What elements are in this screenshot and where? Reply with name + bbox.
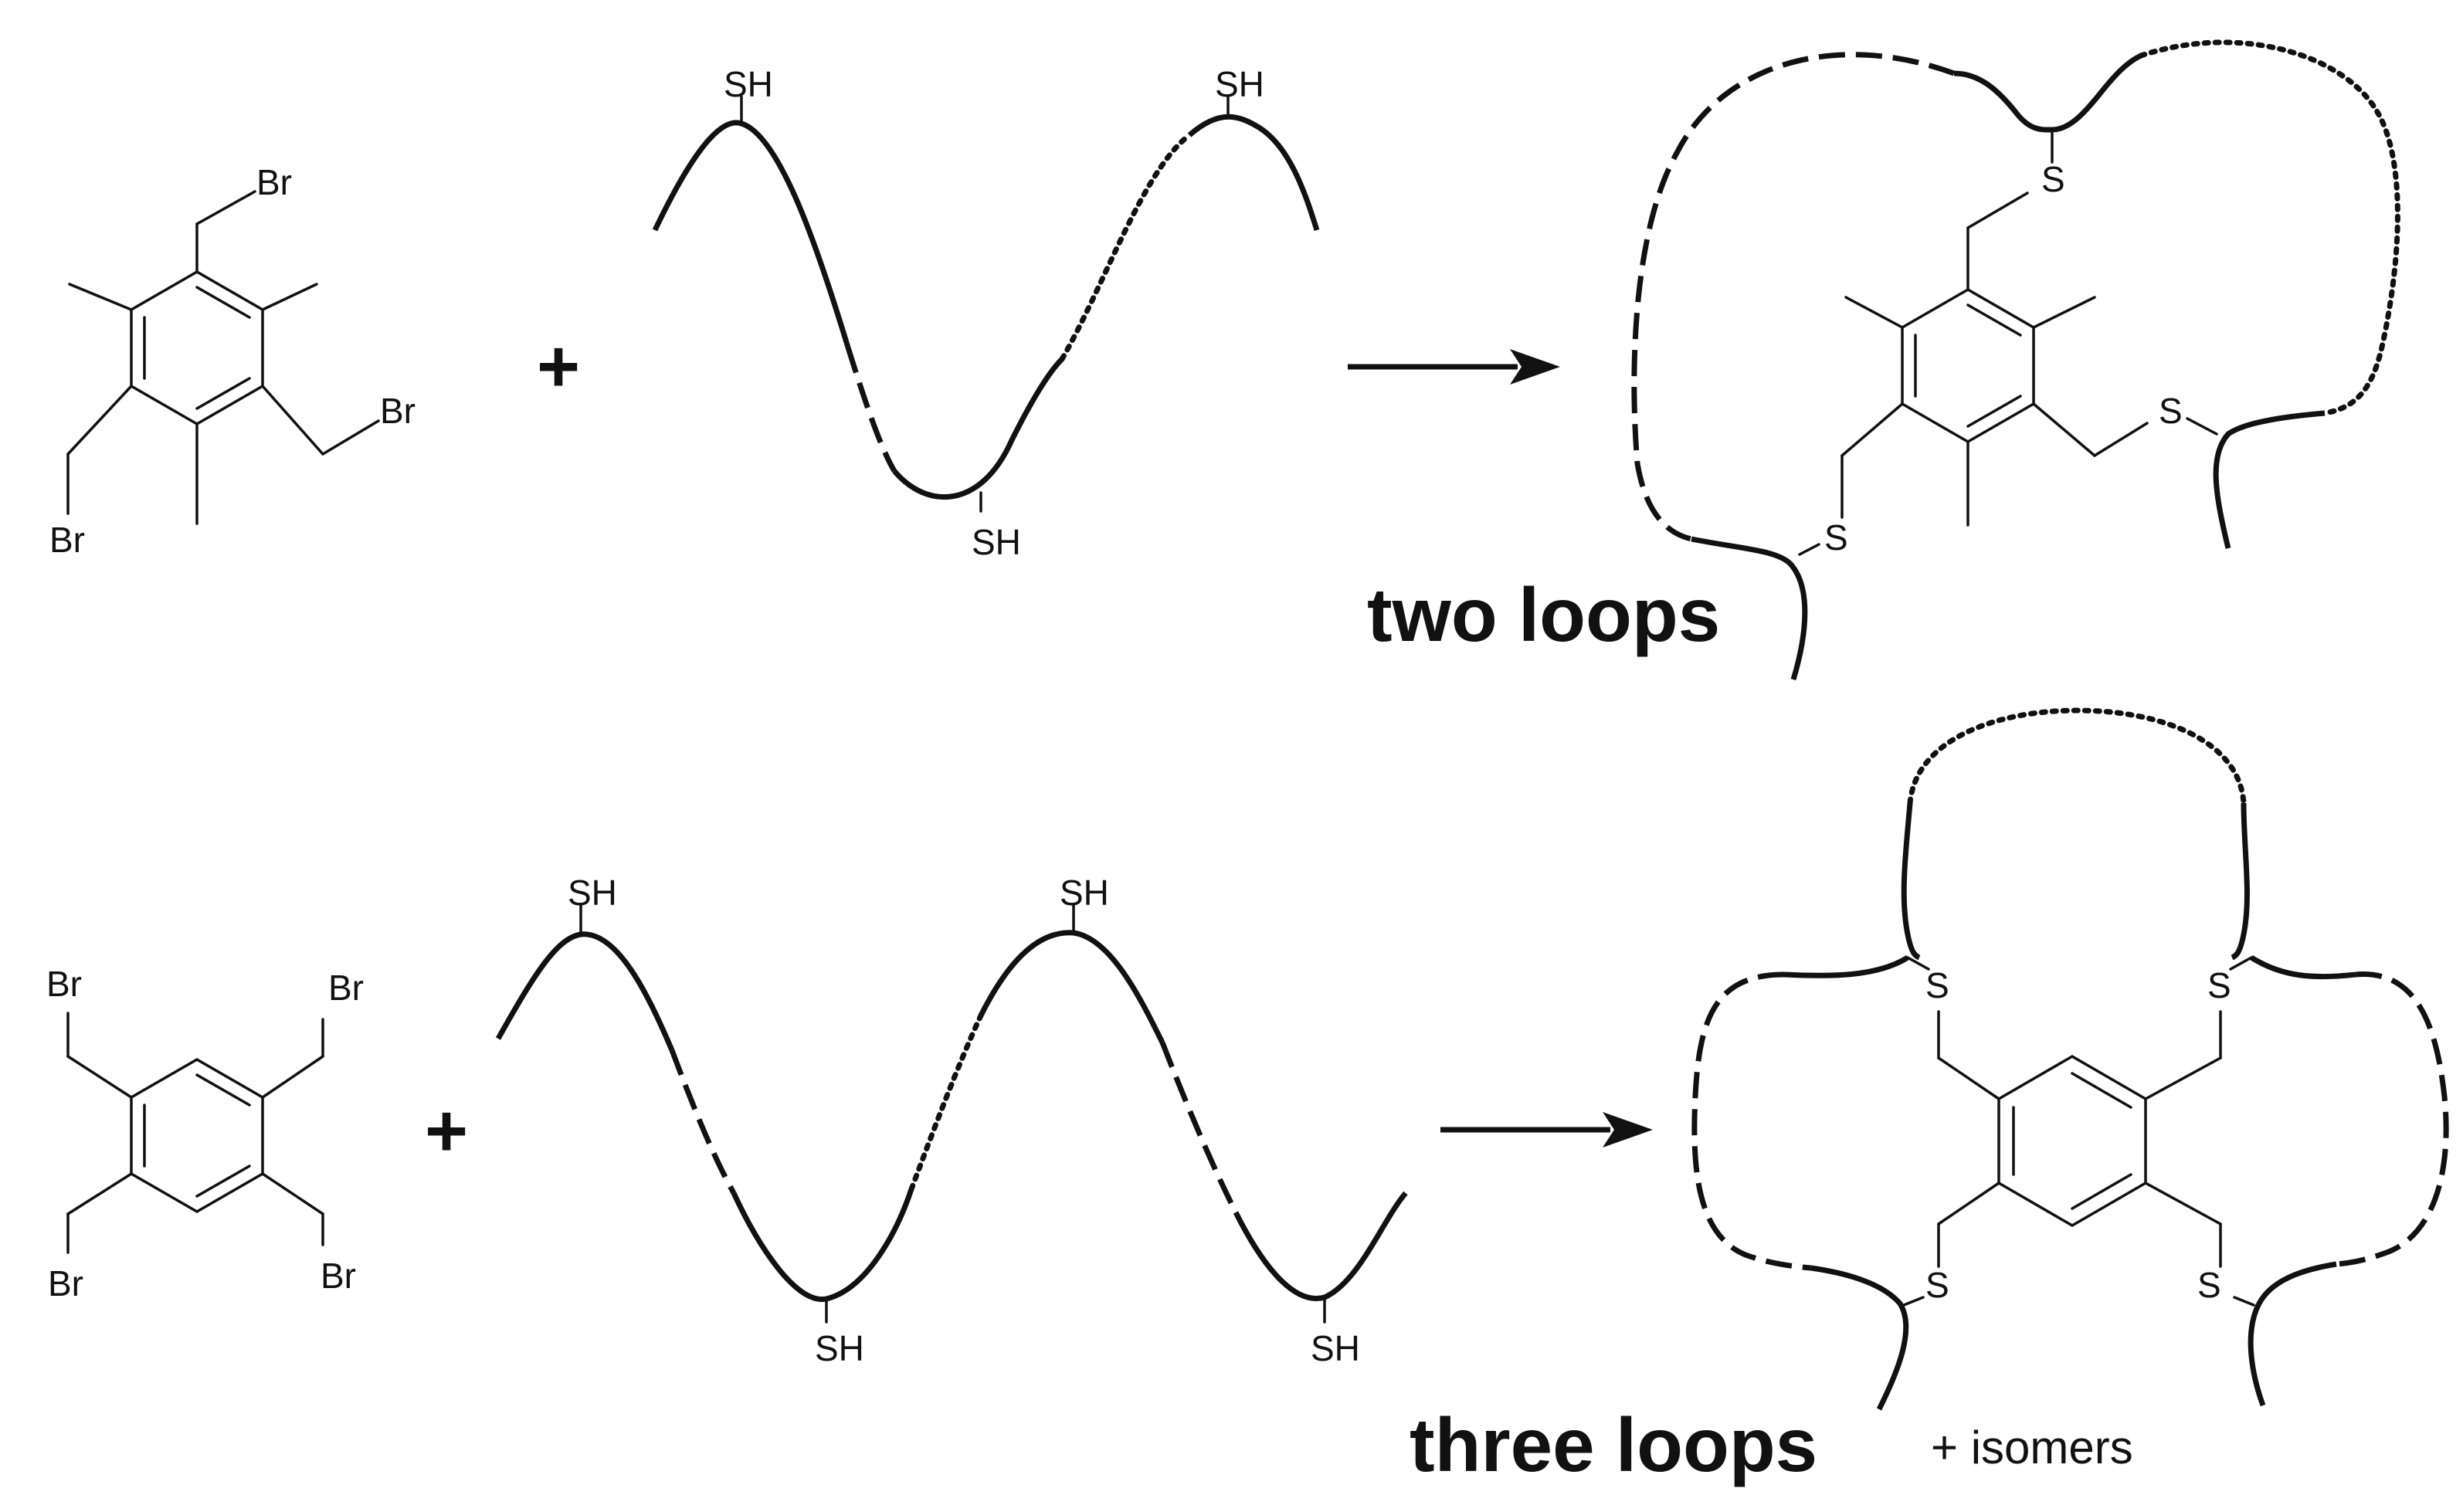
sulfur-label: S xyxy=(1925,1265,1949,1305)
reaction-arrow xyxy=(1348,349,1560,385)
sulfur-label: S xyxy=(2041,159,2065,199)
plus-sign: + xyxy=(537,325,580,408)
peptide-chain-four-cysteines xyxy=(495,903,1408,1324)
thiol-label: SH xyxy=(724,64,773,104)
sulfur-label: S xyxy=(2207,965,2231,1005)
bromine-label: Br xyxy=(256,162,292,202)
bromine-label: Br xyxy=(328,968,364,1008)
bromine-label: Br xyxy=(321,1256,356,1296)
two-loops-label: two loops xyxy=(1367,572,1720,657)
tetrabromomethyl-benzene xyxy=(66,1012,324,1254)
bromine-label: Br xyxy=(380,391,416,431)
thiol-label: SH xyxy=(1060,873,1109,913)
reaction-arrow xyxy=(1440,1112,1653,1148)
thiol-label: SH xyxy=(815,1328,864,1368)
thiol-label: SH xyxy=(1215,64,1264,104)
bromine-label: Br xyxy=(48,1263,83,1304)
tricyclic-peptide-product xyxy=(1691,707,2449,1411)
sulfur-label: S xyxy=(2197,1265,2221,1305)
three-loops-label: three loops xyxy=(1410,1402,1817,1487)
thiol-label: SH xyxy=(972,522,1021,562)
bromine-label: Br xyxy=(46,964,82,1004)
thiol-label: SH xyxy=(1311,1328,1360,1368)
bicyclic-peptide-product xyxy=(1631,39,2400,681)
thiol-label: SH xyxy=(568,873,617,913)
peptide-chain-three-cysteines xyxy=(652,95,1320,513)
plus-sign: + xyxy=(425,1090,468,1172)
sulfur-label: S xyxy=(1824,517,1848,558)
tribromomethyl-mesitylene xyxy=(66,190,380,525)
sulfur-label: S xyxy=(1925,965,1949,1005)
isomers-label: + isomers xyxy=(1931,1422,2133,1473)
bromine-label: Br xyxy=(49,520,85,560)
sulfur-label: S xyxy=(2159,391,2183,431)
